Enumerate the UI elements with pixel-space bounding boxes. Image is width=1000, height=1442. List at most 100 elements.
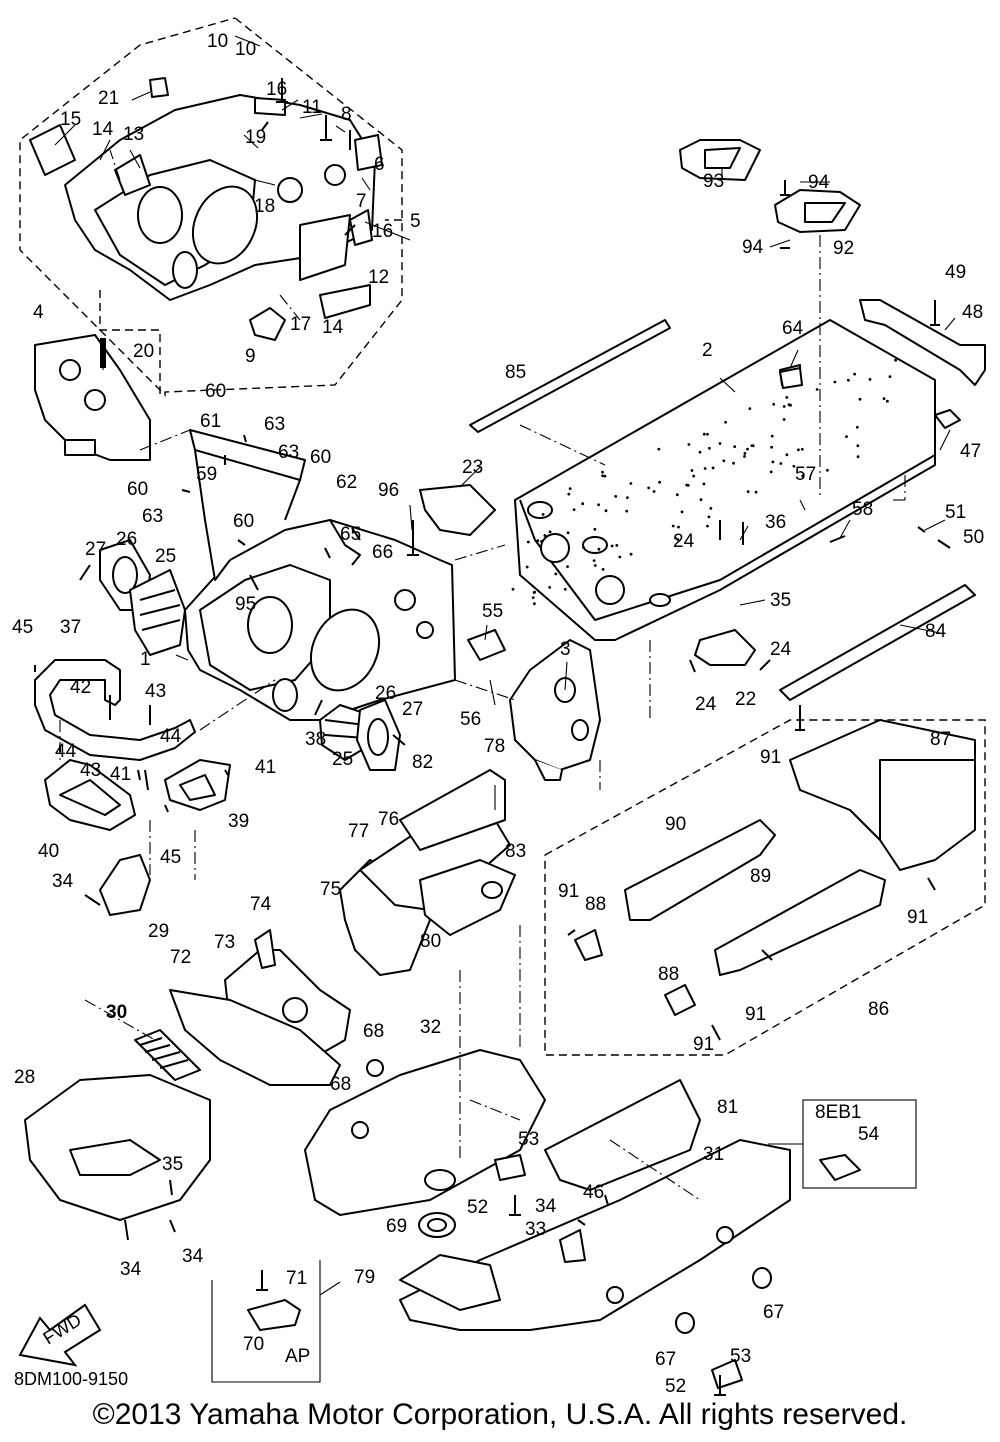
rivet-dot [614, 495, 618, 498]
bracket-part-90 [624, 819, 776, 921]
rivet-dot [703, 467, 707, 470]
bracket-part-87 [789, 719, 976, 871]
callout-79: 79 [354, 1267, 375, 1288]
rivet-dot [707, 515, 711, 519]
rivet-dot [657, 447, 661, 451]
rivet-dot [706, 432, 709, 436]
cap-part-67-b [675, 1312, 695, 1334]
rivet-dot [845, 435, 848, 438]
rivet-dot [770, 434, 774, 438]
rivet-dot [847, 378, 850, 382]
bracket-part-39 [164, 759, 231, 811]
callout-53-a: 53 [518, 1129, 539, 1150]
rivet-dot [782, 405, 786, 408]
panel-part-79 [399, 1254, 501, 1311]
callout-81: 81 [717, 1097, 738, 1118]
rivet-dot [676, 538, 680, 541]
callout-28: 28 [14, 1067, 35, 1088]
callout-91-a: 91 [760, 747, 781, 768]
callout-12: 12 [368, 267, 389, 288]
callout-93: 93 [703, 171, 724, 192]
leader-ap [319, 1281, 341, 1296]
callout-26-a: 26 [116, 529, 137, 550]
callout-68-b: 68 [330, 1074, 351, 1095]
rivet-dot [770, 445, 773, 449]
plate-part-55 [467, 629, 506, 661]
rivet-dot [856, 455, 860, 459]
rivet-dot [531, 596, 535, 599]
rivet-dot [746, 490, 750, 493]
callout-34-d: 34 [182, 1246, 204, 1267]
callout-45-a: 45 [12, 617, 33, 638]
callout-77: 77 [348, 821, 369, 842]
grommet-part-68 [366, 1059, 384, 1077]
callout-64: 64 [782, 318, 804, 339]
rivet-dot [709, 507, 713, 510]
rivet-dot [548, 586, 552, 589]
callout-41-b: 41 [255, 757, 276, 778]
rivet-dot [732, 461, 735, 465]
rivet-dot [554, 572, 558, 576]
rivet-dot [746, 447, 749, 451]
rivet-dot [652, 490, 656, 493]
callout-51: 51 [945, 502, 966, 523]
callout-91-c: 91 [907, 907, 928, 928]
rivet-dot [888, 375, 892, 378]
callout-83: 83 [505, 841, 526, 862]
callout-53-b: 53 [730, 1346, 751, 1367]
bracket-part-4 [34, 334, 151, 461]
callout-34-a: 34 [52, 871, 74, 892]
callout-44-a: 44 [55, 741, 77, 762]
callout-24-c: 24 [695, 694, 717, 715]
callout-74: 74 [250, 894, 272, 915]
footrest-part-92 [774, 189, 861, 233]
ap-box [211, 1260, 321, 1383]
grommet-part-69 [418, 1212, 456, 1238]
callout-58: 58 [852, 499, 873, 520]
callout-2: 2 [702, 340, 713, 361]
callout-60-d: 60 [233, 511, 254, 532]
rivet-dot [625, 509, 629, 513]
rivet-dot [674, 536, 677, 540]
pad-part-64 [779, 367, 803, 389]
rivet-dot [675, 493, 679, 497]
rivet-dot [711, 466, 715, 470]
rivet-dot [743, 452, 747, 455]
pad-part-47 [934, 409, 961, 429]
callout-25-a: 25 [155, 546, 176, 567]
callout-18: 18 [254, 196, 275, 217]
rivet-dot [532, 591, 536, 594]
callout-8: 8 [341, 104, 352, 125]
callout-38: 38 [305, 729, 326, 750]
rivet-dot [886, 399, 889, 403]
gasket-part-26-right [356, 699, 401, 771]
rivet-dot [541, 513, 545, 516]
ap-label: AP [285, 1346, 310, 1367]
callout-19: 19 [245, 127, 266, 148]
callout-43-b: 43 [80, 760, 101, 781]
callout-32: 32 [420, 1017, 441, 1038]
callout-24-b: 24 [770, 639, 792, 660]
callout-60-c: 60 [127, 479, 148, 500]
diagram-code: 8DM100-9150 [14, 1369, 128, 1389]
rivet-dot [566, 531, 570, 535]
rivet-dot [856, 444, 860, 448]
callout-3: 3 [560, 639, 571, 660]
bracket-part-53-a [494, 1154, 526, 1181]
rivet-dot [567, 492, 571, 496]
callout-52-b: 52 [665, 1376, 686, 1397]
rivet-dot [685, 483, 689, 487]
panel-part-72 [169, 989, 341, 1086]
rivet-dot [593, 527, 597, 531]
callout-10-a: 10 [207, 31, 228, 52]
callout-54: 54 [858, 1124, 880, 1145]
callout-96: 96 [378, 480, 399, 501]
bracket-part-22 [694, 629, 756, 666]
bumper-part-37 [34, 659, 196, 761]
callout-45-b: 45 [160, 847, 181, 868]
rivet-dot [511, 587, 515, 591]
callout-57: 57 [795, 464, 816, 485]
callout-34-b: 34 [535, 1196, 557, 1217]
rivet-dot [533, 602, 536, 606]
callout-72: 72 [170, 947, 191, 968]
